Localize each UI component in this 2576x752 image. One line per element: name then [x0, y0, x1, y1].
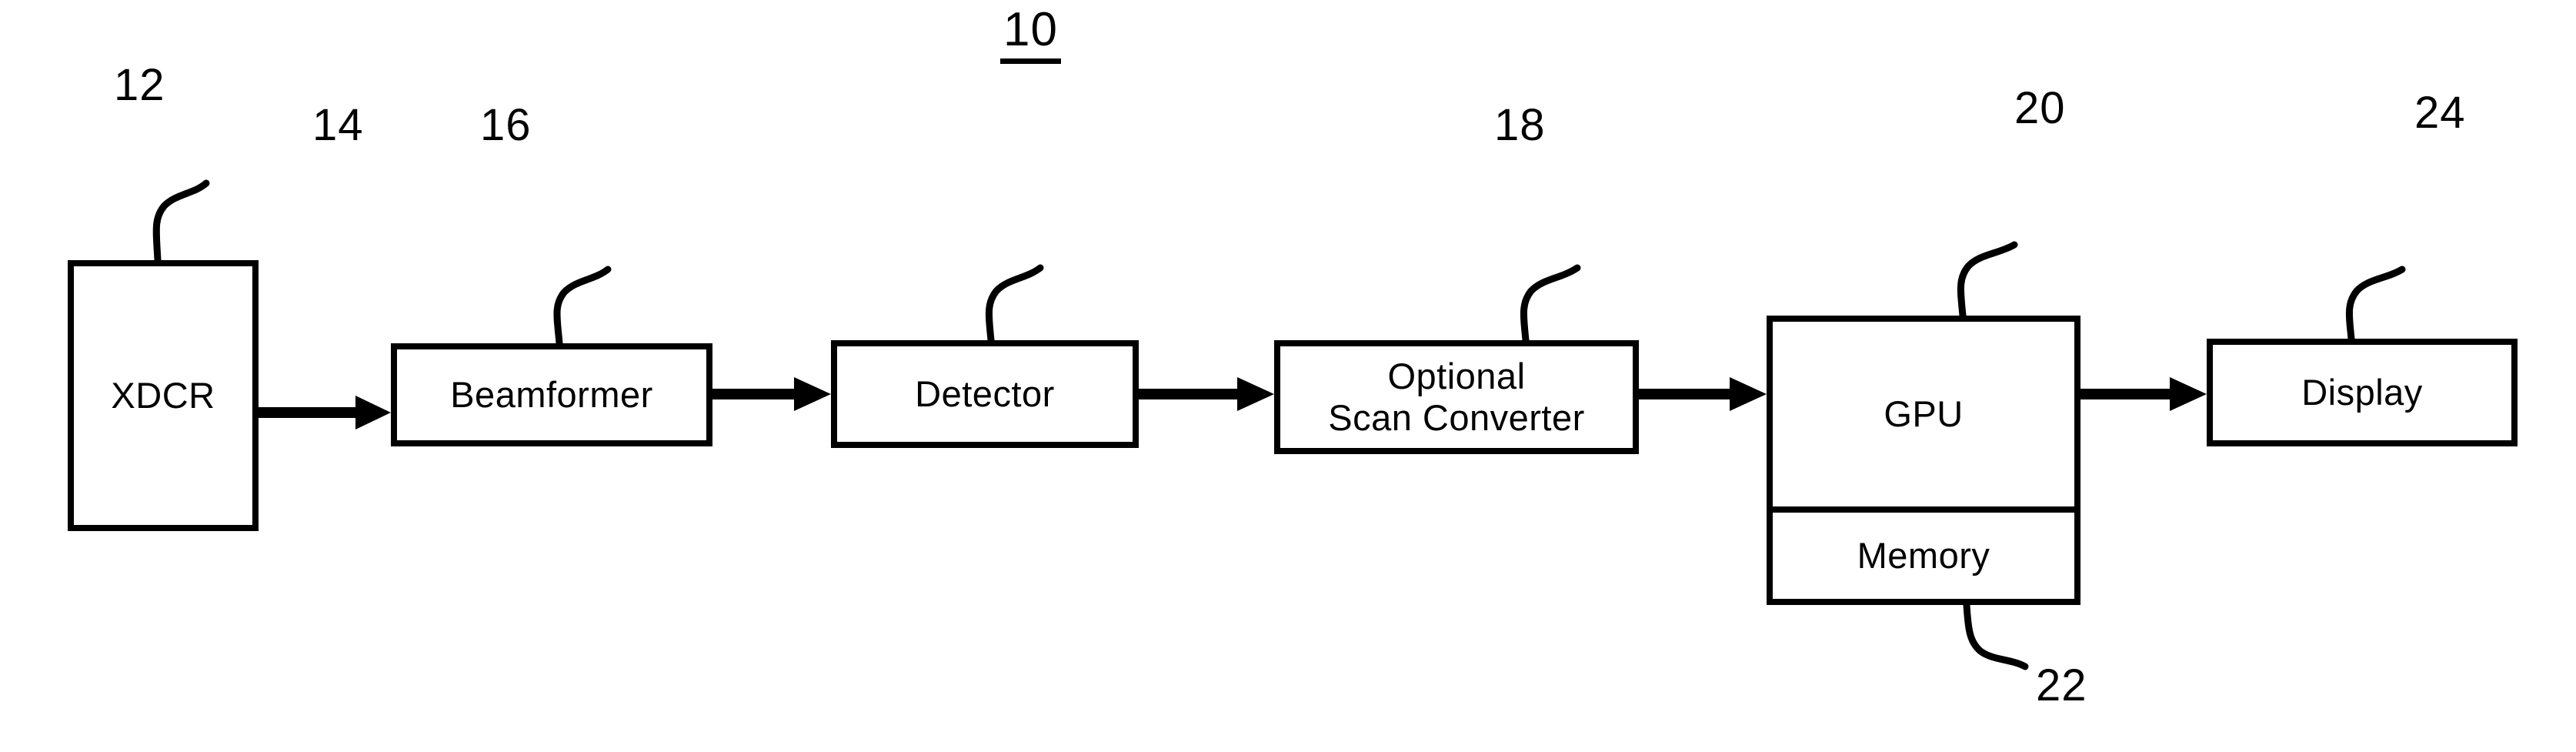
block-detector: Detector [831, 340, 1139, 448]
block-memory-label: Memory [1857, 535, 1990, 577]
reference-numeral-22: 22 [2036, 660, 2087, 710]
arrow-xdcr-beamformer [259, 396, 391, 429]
block-gpu-label: GPU [1884, 393, 1964, 435]
block-beamformer: Beamformer [391, 343, 712, 446]
block-xdcr: XDCR [68, 260, 259, 531]
block-detector-label: Detector [915, 373, 1055, 415]
block-scan-converter-label: Optional Scan Converter [1328, 356, 1585, 438]
arrow-detector-scanconverter [1139, 377, 1274, 411]
lead-line-16 [985, 264, 1044, 344]
reference-numeral-16: 16 [480, 100, 532, 150]
reference-numeral-24: 24 [2414, 88, 2466, 138]
lead-line-18 [1520, 264, 1581, 344]
block-gpu: GPU [1773, 322, 2074, 513]
block-scan-converter: Optional Scan Converter [1274, 340, 1639, 454]
block-display-label: Display [2301, 372, 2423, 413]
arrow-gpu-display [2080, 377, 2207, 411]
block-memory: Memory [1773, 513, 2074, 599]
reference-numeral-12: 12 [114, 60, 165, 110]
figure-number: 10 [1000, 6, 1061, 64]
arrow-scanconverter-gpu [1639, 377, 1767, 411]
block-gpu-memory-unit: GPU Memory [1767, 316, 2080, 605]
lead-line-14 [553, 266, 612, 347]
block-display: Display [2207, 339, 2518, 446]
reference-numeral-20: 20 [2014, 83, 2066, 133]
reference-numeral-18: 18 [1494, 100, 1546, 150]
arrow-beamformer-detector [712, 377, 831, 411]
lead-line-24 [2345, 266, 2406, 343]
lead-line-22 [1963, 601, 2029, 670]
reference-numeral-14: 14 [312, 100, 364, 150]
lead-line-12 [152, 179, 210, 264]
block-xdcr-label: XDCR [111, 375, 215, 416]
lead-line-20 [1957, 241, 2018, 319]
block-beamformer-label: Beamformer [450, 374, 653, 416]
